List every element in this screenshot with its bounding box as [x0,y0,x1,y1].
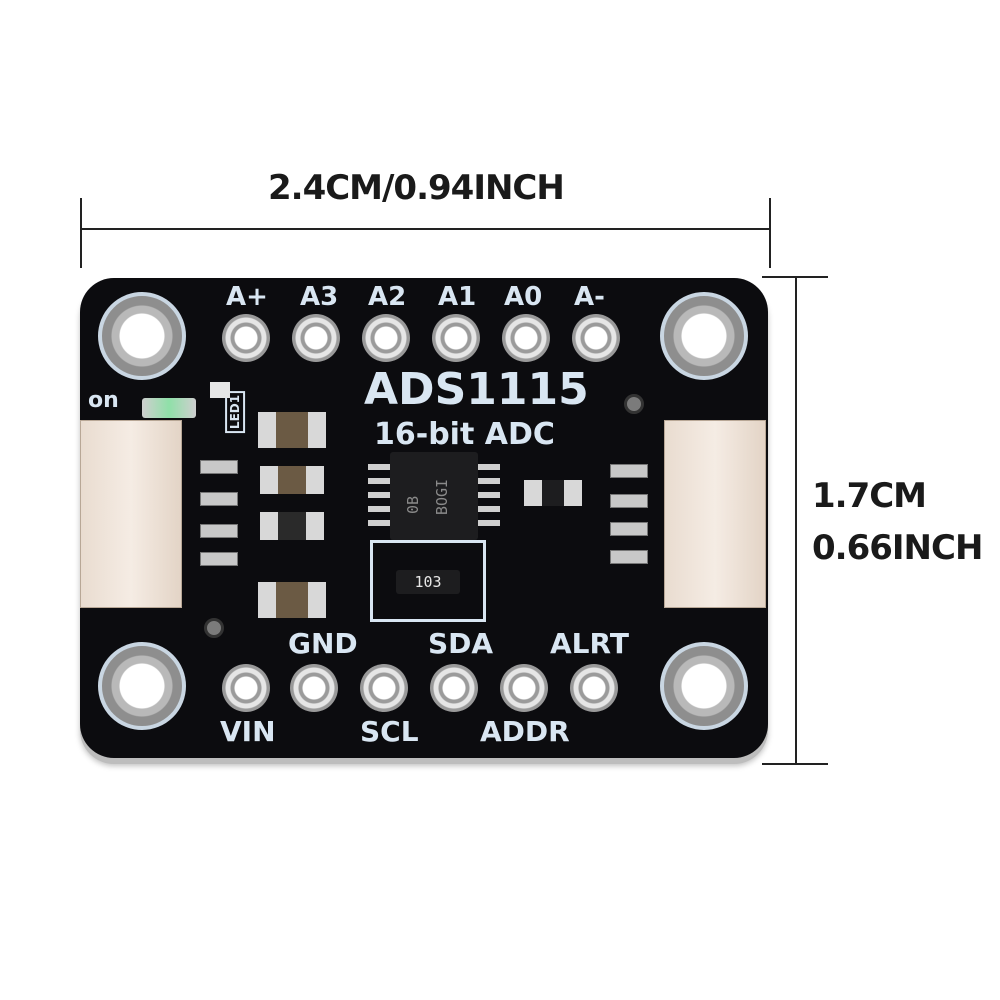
width-dimension-line [80,228,771,230]
resistor-network-outline [370,540,486,622]
chip-lead [368,506,390,512]
connector-right-pin [610,464,648,478]
mounting-hole-top-right [660,292,748,380]
pad-gnd [290,664,338,712]
pin-label-a-minus: A- [574,282,605,312]
mounting-hole-top-left [98,292,186,380]
pad-alrt [570,664,618,712]
chip-lead [368,464,390,470]
led-resistor [210,382,230,398]
height-dimension-line [795,276,797,765]
chip-lead [478,520,500,526]
chip-lead [478,492,500,498]
chip-lead [368,478,390,484]
chip-lead [478,464,500,470]
chip-lead [478,478,500,484]
pad-a-plus [222,314,270,362]
chip-lead [478,506,500,512]
pcb-board: A+ A3 A2 A1 A0 A- ADS1115 16-bit ADC on … [80,278,768,758]
chip-marking-line-2: BOGI [433,478,452,516]
capacitor [258,412,326,448]
via [624,394,644,414]
pad-a2 [362,314,410,362]
pin-label-sda: SDA [428,627,494,660]
pin-label-a3: A3 [300,282,339,312]
connector-right-pin [610,522,648,536]
pad-sda [430,664,478,712]
power-led [142,398,196,418]
pin-label-gnd: GND [288,627,358,660]
height-dimension-label-inch: 0.66INCH [812,528,983,568]
led-label: on [88,388,119,413]
capacitor [258,582,326,618]
width-dimension-label: 2.4CM/0.94INCH [268,168,565,208]
adc-chip: 0B BOGI [390,452,478,540]
chip-lead [368,492,390,498]
pin-label-a2: A2 [368,282,407,312]
width-tick-left [80,198,82,268]
pin-label-scl: SCL [360,715,419,748]
pad-a1 [432,314,480,362]
pad-a0 [502,314,550,362]
connector-left-pin [200,492,238,506]
board-title: ADS1115 [364,364,589,415]
connector-left [80,420,182,608]
connector-left-pin [200,460,238,474]
resistor-network: 103 [396,570,460,594]
pin-label-a-plus: A+ [226,282,268,312]
via [204,618,224,638]
pad-addr [500,664,548,712]
capacitor [260,512,324,540]
height-dimension-label-cm: 1.7CM [812,476,927,516]
pin-label-a1: A1 [438,282,477,312]
capacitor [260,466,324,494]
pad-a-minus [572,314,620,362]
pin-label-a0: A0 [504,282,543,312]
connector-left-pin [200,524,238,538]
chip-marking-line-1: 0B [404,495,423,515]
connector-left-pin [200,552,238,566]
resistor-marking: 103 [414,573,442,591]
connector-right-pin [610,550,648,564]
pad-scl [360,664,408,712]
connector-right [664,420,766,608]
chip-lead [368,520,390,526]
board-subtitle: 16-bit ADC [374,417,555,452]
pad-a3 [292,314,340,362]
pin-label-alrt: ALRT [550,627,629,660]
pad-vin [222,664,270,712]
mounting-hole-bottom-right [660,642,748,730]
capacitor [524,480,582,506]
connector-right-pin [610,494,648,508]
pin-label-vin: VIN [220,715,276,748]
mounting-hole-bottom-left [98,642,186,730]
pin-label-addr: ADDR [480,715,570,748]
width-tick-right [769,198,771,268]
